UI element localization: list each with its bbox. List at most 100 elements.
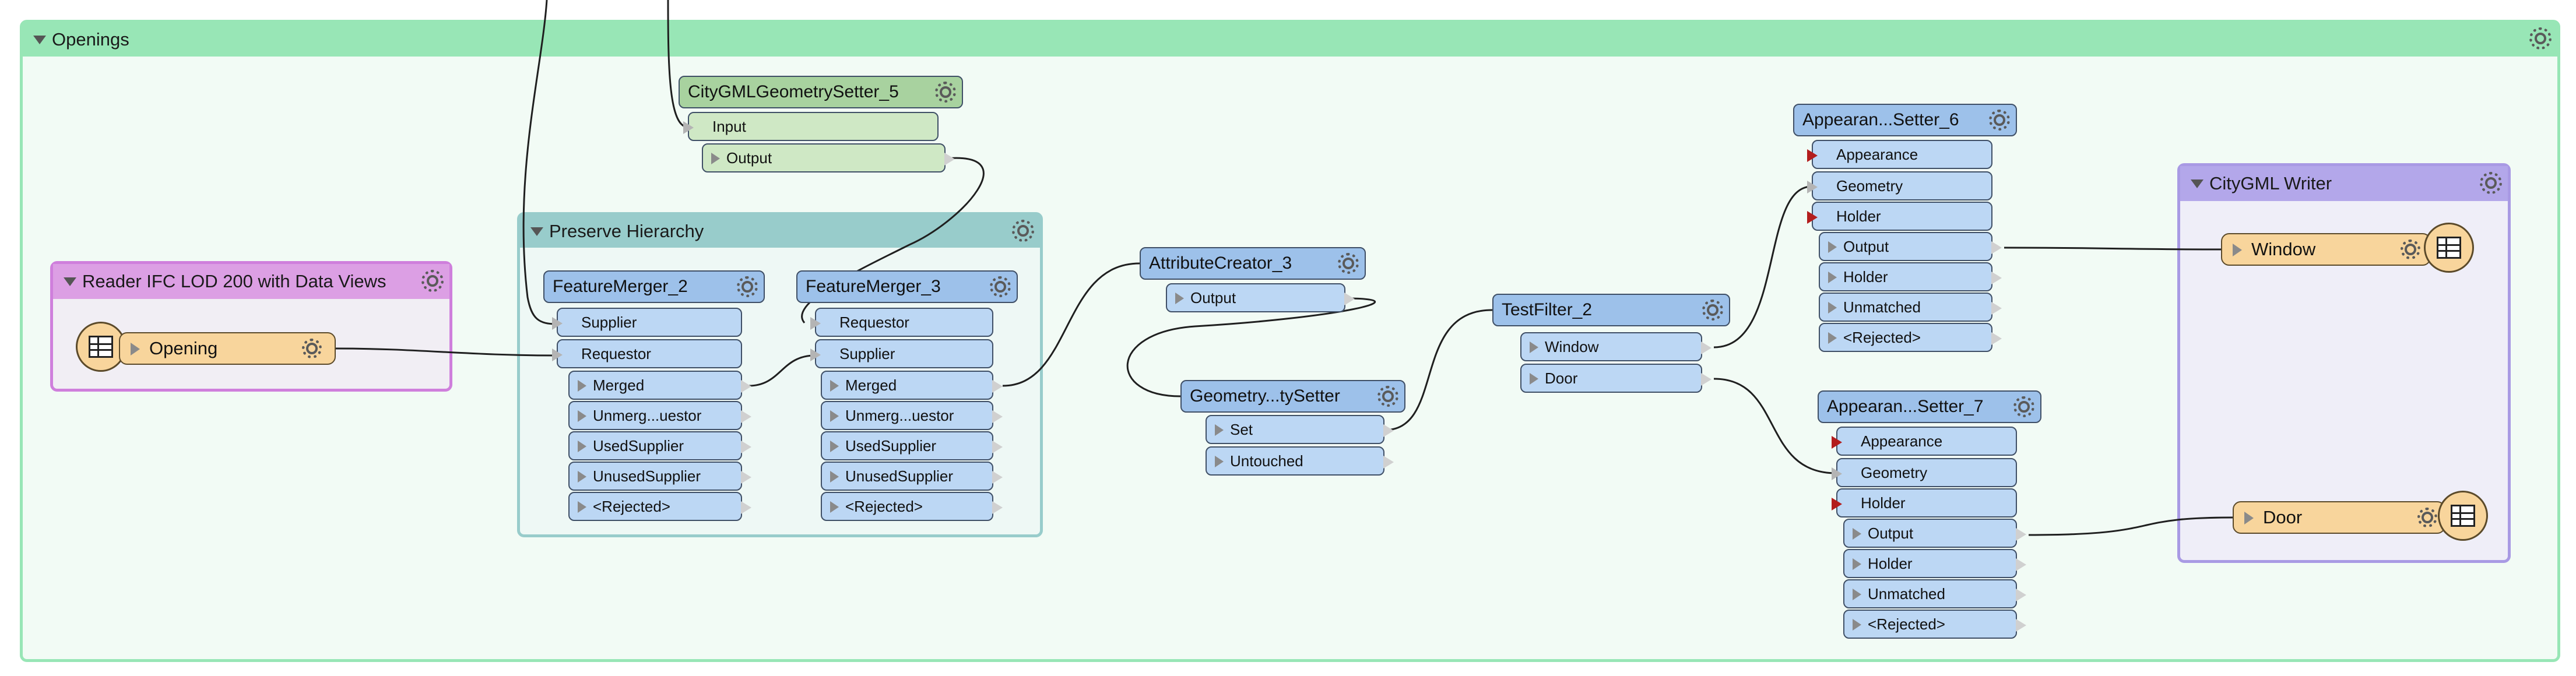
input-port-required[interactable]: Appearance xyxy=(1832,427,2017,456)
input-port[interactable]: Supplier xyxy=(810,339,993,368)
transformer-appearance-setter-7[interactable]: Appearan...Setter_7 xyxy=(1818,390,2041,423)
port-label: Merged xyxy=(845,376,897,394)
link-top-to-fm2-supplier[interactable] xyxy=(522,0,557,325)
output-port[interactable]: Merged xyxy=(821,371,1003,400)
gear-icon[interactable] xyxy=(1702,300,1723,321)
input-port-required[interactable]: Appearance xyxy=(1807,140,1992,169)
link-geomtester-set-to-testfilter[interactable] xyxy=(1384,309,1493,431)
gear-icon[interactable] xyxy=(302,339,322,358)
expand-icon xyxy=(578,410,586,422)
output-port[interactable]: Unmerg...uestor xyxy=(821,401,1003,430)
transformer-geometry-setter[interactable]: Geometry...tySetter xyxy=(1180,380,1405,413)
input-port-required[interactable]: Holder xyxy=(1832,488,2017,517)
writer-feature-type-window[interactable]: Window xyxy=(2221,233,2431,266)
transformer-testfilter-2[interactable]: TestFilter_2 xyxy=(1492,294,1730,326)
transformer-attributecreator-3[interactable]: AttributeCreator_3 xyxy=(1140,247,1366,280)
gear-icon[interactable] xyxy=(737,276,758,297)
bookmark-writer-header[interactable]: CityGML Writer xyxy=(2180,166,2508,201)
link-fm3-merged-to-attrcreator[interactable] xyxy=(1002,262,1140,387)
link-window-to-app6-geometry[interactable] xyxy=(1713,185,1812,348)
gear-icon[interactable] xyxy=(2480,172,2502,194)
output-port[interactable]: Unmatched xyxy=(1843,579,2026,608)
expand-icon[interactable] xyxy=(2244,512,2254,524)
gear-icon[interactable] xyxy=(2417,508,2437,527)
output-port[interactable]: Output xyxy=(1843,519,2026,548)
bookmark-openings-header[interactable]: Openings xyxy=(23,23,2557,57)
input-port[interactable]: Input xyxy=(683,112,939,141)
input-port[interactable]: Geometry xyxy=(1832,458,2017,487)
input-port-required[interactable]: Holder xyxy=(1807,202,1992,231)
link-app6-output-to-window[interactable] xyxy=(2004,247,2227,251)
link-fm2-merged-to-fm3-supplier[interactable] xyxy=(748,354,816,387)
reader-feature-type-opening[interactable]: Opening xyxy=(119,332,336,365)
bookmark-reader[interactable]: Reader IFC LOD 200 with Data Views xyxy=(50,261,452,392)
link-app7-output-to-door[interactable] xyxy=(2028,516,2233,536)
expand-icon[interactable] xyxy=(2233,244,2242,256)
input-port[interactable]: Requestor xyxy=(552,339,742,368)
output-port[interactable]: <Rejected> xyxy=(568,492,751,521)
output-port[interactable]: Holder xyxy=(1819,262,2002,291)
output-port[interactable]: Set xyxy=(1206,415,1394,444)
gear-icon[interactable] xyxy=(2401,240,2420,259)
transformer-featuremerger-2[interactable]: FeatureMerger_2 xyxy=(543,270,765,303)
output-port[interactable]: UnusedSupplier xyxy=(568,462,751,491)
output-port[interactable]: Window xyxy=(1520,332,1712,361)
input-port[interactable]: Geometry xyxy=(1807,171,1992,200)
output-port[interactable]: Output xyxy=(702,143,955,172)
expand-icon[interactable] xyxy=(131,343,140,355)
port-label: Holder xyxy=(1861,494,1906,512)
reader-feature-type-icon[interactable] xyxy=(76,322,126,372)
output-port[interactable]: <Rejected> xyxy=(1819,323,2002,352)
output-port[interactable]: Unmatched xyxy=(1819,293,2002,322)
gear-icon[interactable] xyxy=(2013,396,2034,417)
port-label: UsedSupplier xyxy=(593,436,684,455)
writer-door-icon[interactable] xyxy=(2438,491,2488,541)
link-attrcreator-output-to-geomtester[interactable] xyxy=(1126,297,1376,397)
output-port[interactable]: Output xyxy=(1166,283,1355,312)
output-port[interactable]: Untouched xyxy=(1206,446,1394,476)
gear-icon[interactable] xyxy=(1338,253,1359,274)
output-port[interactable]: Door xyxy=(1520,364,1712,393)
transformer-name: TestFilter_2 xyxy=(1502,300,1593,319)
link-opening-to-fm2-requestor[interactable] xyxy=(335,347,557,357)
output-port[interactable]: Unmerg...uestor xyxy=(568,401,751,430)
transformer-featuremerger-3[interactable]: FeatureMerger_3 xyxy=(796,270,1018,303)
output-port[interactable]: UsedSupplier xyxy=(568,431,751,460)
gear-icon[interactable] xyxy=(1377,386,1398,407)
port-label: Input xyxy=(712,117,746,135)
port-label: Appearance xyxy=(1861,432,1943,450)
output-port[interactable]: Output xyxy=(1819,232,2002,261)
bookmark-preserve-header[interactable]: Preserve Hierarchy xyxy=(520,215,1040,248)
output-port[interactable]: UnusedSupplier xyxy=(821,462,1003,491)
input-port[interactable]: Requestor xyxy=(810,308,993,337)
collapse-icon[interactable] xyxy=(33,35,46,44)
collapse-icon[interactable] xyxy=(530,227,543,236)
gear-icon[interactable] xyxy=(935,82,956,103)
link-door-to-app7-geometry[interactable] xyxy=(1713,378,1837,474)
gear-icon[interactable] xyxy=(421,270,444,292)
bookmark-preserve-title: Preserve Hierarchy xyxy=(549,221,704,241)
input-port[interactable]: Supplier xyxy=(552,308,742,337)
transformer-appearance-setter-6[interactable]: Appearan...Setter_6 xyxy=(1793,104,2017,136)
bookmark-reader-header[interactable]: Reader IFC LOD 200 with Data Views xyxy=(53,264,449,299)
gear-icon[interactable] xyxy=(2529,27,2552,50)
table-icon xyxy=(2451,505,2475,527)
writer-window-icon[interactable] xyxy=(2424,223,2474,273)
port-label: <Rejected> xyxy=(1868,615,1945,633)
output-port[interactable]: Merged xyxy=(568,371,751,400)
output-port[interactable]: UsedSupplier xyxy=(821,431,1003,460)
collapse-icon[interactable] xyxy=(2191,179,2204,188)
output-port[interactable]: <Rejected> xyxy=(1843,610,2026,639)
output-port[interactable]: <Rejected> xyxy=(821,492,1003,521)
link-top-to-geomsetter-input[interactable] xyxy=(667,0,688,128)
transformer-geometry-setter-5[interactable]: CityGMLGeometrySetter_5 xyxy=(679,76,963,108)
port-label: <Rejected> xyxy=(593,497,670,515)
port-label: Supplier xyxy=(839,344,895,362)
gear-icon[interactable] xyxy=(1012,220,1034,242)
output-port[interactable]: Holder xyxy=(1843,549,2026,578)
collapse-icon[interactable] xyxy=(64,277,76,286)
writer-feature-type-door[interactable]: Door xyxy=(2233,501,2445,534)
gear-icon[interactable] xyxy=(1989,110,2010,131)
gear-icon[interactable] xyxy=(990,276,1011,297)
